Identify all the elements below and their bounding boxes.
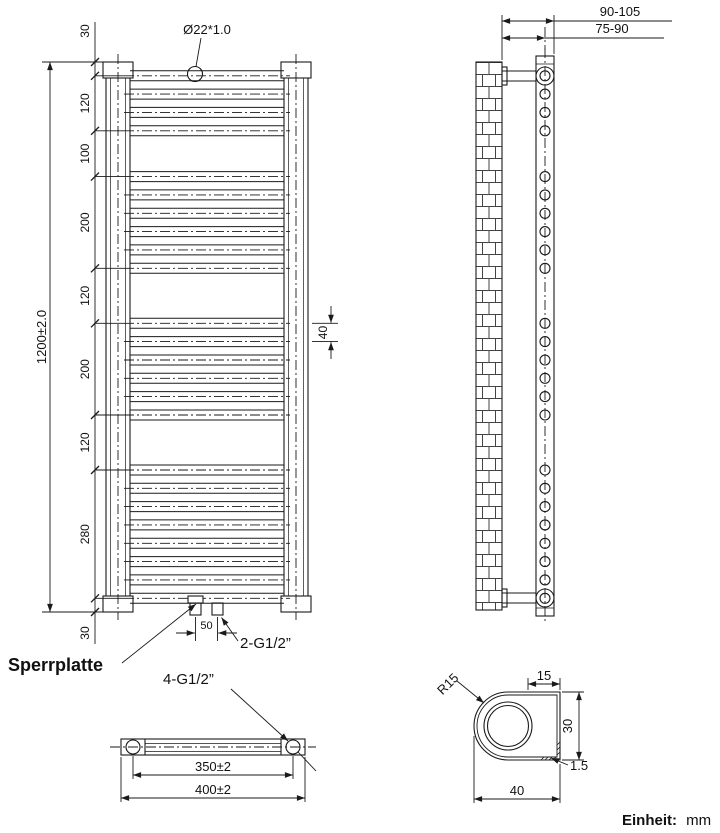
rung	[123, 556, 291, 568]
bottom-connections-leader	[221, 617, 239, 642]
rung	[123, 262, 291, 274]
unit-note: Einheit: mm	[622, 812, 711, 829]
dim-segment-8: 30	[78, 626, 92, 640]
rungs	[123, 70, 291, 604]
top-wall-bracket	[501, 66, 555, 86]
rung	[123, 592, 291, 604]
wall-section	[475, 61, 503, 611]
side-view	[475, 48, 555, 624]
radius-leader	[456, 680, 485, 704]
tube-cross-section-inner	[486, 704, 530, 748]
rung	[123, 574, 291, 586]
rung	[123, 464, 291, 476]
tube-diameter-callout: Ø22*1.0	[183, 22, 231, 37]
tube-cross-section-outer	[483, 701, 533, 751]
bottom-view	[110, 738, 316, 756]
unit-value: mm	[686, 812, 711, 829]
bracket-outer-profile	[473, 691, 561, 761]
bottom-connection-fittings	[187, 595, 224, 616]
dim-height: 30	[560, 719, 575, 733]
left-collector	[102, 54, 134, 620]
rung	[123, 106, 291, 118]
dim-segment-5: 200	[78, 359, 92, 379]
rung	[123, 336, 291, 348]
left-fitting-circle	[125, 739, 141, 755]
side-view-dimensions	[501, 15, 672, 60]
dim-hole-spacing: 350±2	[195, 759, 231, 774]
bottom-view-dimensions	[120, 688, 317, 802]
dim-segment-3: 200	[78, 212, 92, 232]
dim-segment-1: 120	[78, 93, 92, 113]
bottom-wall-bracket	[501, 588, 555, 608]
dim-rung-pitch: 40	[316, 326, 330, 340]
dim-width: 40	[510, 783, 524, 798]
dim-segment-2: 100	[78, 143, 92, 163]
wall-thickness-leader	[550, 757, 569, 766]
dim-segment-6: 120	[78, 432, 92, 452]
rung	[123, 244, 291, 256]
rung	[123, 391, 291, 403]
dim-overall-width: 400±2	[195, 782, 231, 797]
dim-wall-thickness: 1.5	[570, 758, 588, 773]
rung	[123, 189, 291, 201]
dim-segment-4: 120	[78, 285, 92, 305]
tube-callout-leader	[195, 37, 202, 67]
blocking-plate-leader	[121, 603, 197, 664]
bracket-inner-profile	[476, 694, 558, 758]
connections-leader	[230, 688, 289, 742]
right-collector	[280, 54, 312, 620]
rung	[123, 70, 291, 82]
dim-wall-distance-max: 90-105	[600, 4, 640, 19]
rung	[123, 125, 291, 137]
blocking-plate	[187, 595, 204, 604]
label-connections: 4-G1/2”	[163, 671, 214, 688]
rung	[123, 409, 291, 421]
dim-segment-0: 30	[78, 24, 92, 38]
rung	[123, 207, 291, 219]
unit-label: Einheit:	[622, 812, 677, 829]
front-view	[102, 37, 312, 620]
bracket-detail	[473, 691, 561, 761]
rung	[123, 519, 291, 531]
rung	[123, 171, 291, 183]
dim-wall-distance-min: 75-90	[595, 21, 628, 36]
dim-top-width: 15	[537, 668, 551, 683]
dim-segment-7: 280	[78, 524, 92, 544]
rung	[123, 317, 291, 329]
rung	[123, 501, 291, 513]
rung	[123, 537, 291, 549]
label-bottom-connections: 2-G1/2”	[240, 635, 291, 652]
front-view-dimensions	[42, 22, 338, 664]
dim-connection-spacing: 50	[200, 620, 212, 632]
label-blocking-plate: Sperrplatte	[8, 655, 103, 675]
dim-corner-radius: R15	[434, 670, 461, 697]
rung	[123, 482, 291, 494]
bracket-detail-dimensions	[456, 678, 584, 803]
dim-overall-height: 1200±2.0	[34, 310, 49, 364]
rung	[123, 354, 291, 366]
rung	[123, 372, 291, 384]
rung	[123, 88, 291, 100]
rung	[123, 226, 291, 238]
chain-ticks	[90, 57, 100, 617]
tube-section-circle	[186, 65, 204, 83]
